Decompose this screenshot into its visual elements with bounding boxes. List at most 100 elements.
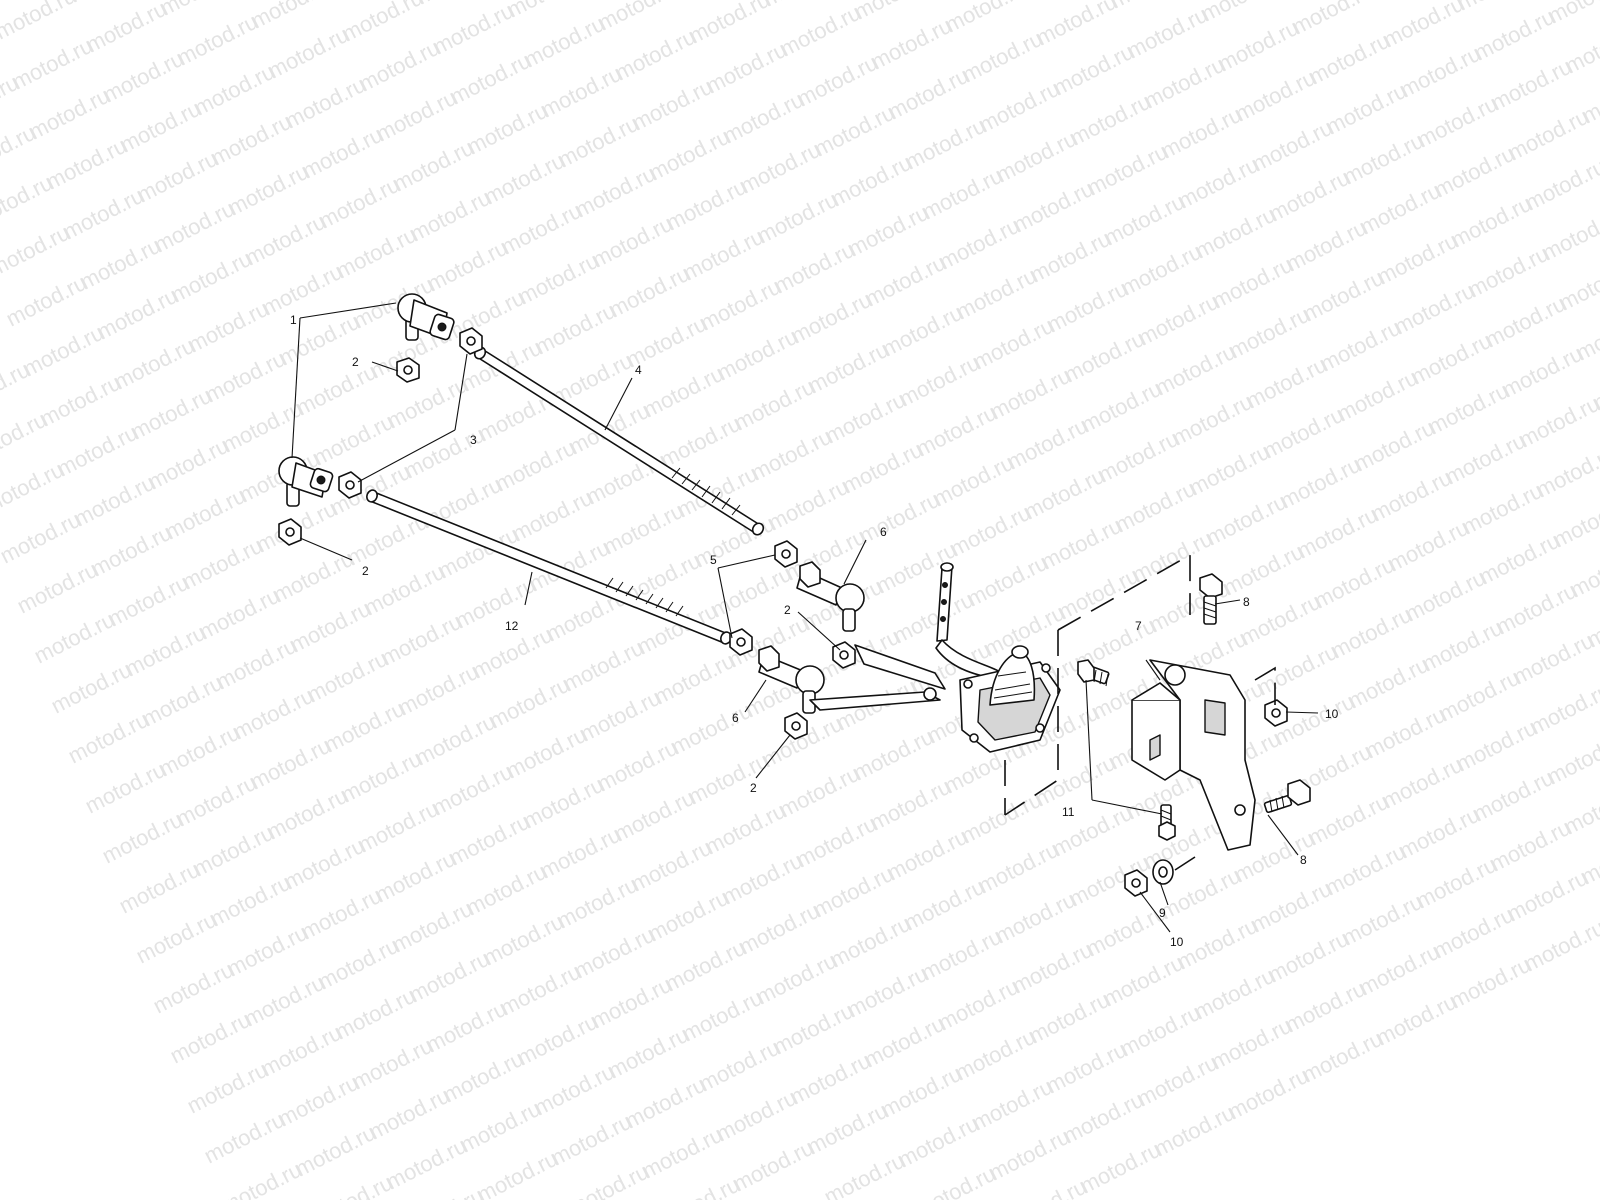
watermark-text: motod.ru [1338, 889, 1427, 951]
watermark-text: motod.ru [792, 811, 881, 873]
watermark-text: motod.ru [473, 1146, 562, 1200]
watermark-text: motod.ru [1390, 278, 1479, 340]
watermark-text: motod.ru [1549, 491, 1600, 553]
watermark-text: motod.ru [121, 620, 210, 682]
tie-rod-12 [366, 489, 732, 645]
watermark-text: motod.ru [42, 133, 131, 195]
watermark-text: motod.ru [1475, 528, 1564, 590]
watermark-text: motod.ru [1099, 950, 1188, 1012]
watermark-text: motod.ru [64, 707, 153, 769]
watermark-text: motod.ru [303, 646, 392, 708]
watermark-text: motod.ru [1276, 452, 1365, 514]
watermark-text: motod.ru [1060, 326, 1149, 388]
watermark-text: motod.ru [1469, 765, 1558, 827]
watermark-text: motod.ru [735, 898, 824, 960]
watermark-text: motod.ru [207, 109, 296, 171]
watermark-text: motod.ru [446, 48, 535, 110]
watermark-text: motod.ru [99, 46, 188, 108]
watermark-text: motod.ru [138, 670, 227, 732]
watermark-text: motod.ru [985, 1124, 1074, 1186]
watermark-text: motod.ru [372, 85, 461, 147]
watermark-text: motod.ru [98, 807, 187, 869]
watermark-text: motod.ru [820, 1148, 909, 1200]
watermark-text: motod.ru [946, 500, 1035, 562]
watermark-text: motod.ru [241, 209, 330, 271]
watermark-text: motod.ru [1544, 0, 1600, 28]
watermark-text: motod.ru [883, 824, 972, 886]
watermark-text: motod.ru [736, 137, 825, 199]
watermark-text: motod.ru [59, 183, 148, 245]
watermark-text: motod.ru [377, 609, 466, 671]
watermark-text: motod.ru [1492, 578, 1581, 640]
watermark-text: motod.ru [2, 270, 91, 332]
bolt-8-upper [1199, 573, 1223, 625]
watermark-text: motod.ru [1532, 441, 1600, 503]
watermark-text: motod.ru [679, 224, 768, 286]
watermark-text: motod.ru [770, 237, 859, 299]
watermark-text: motod.ru [240, 970, 329, 1032]
watermark-text: motod.ru [1384, 515, 1473, 577]
callout-8: 8 [1300, 853, 1307, 867]
watermark-text: motod.ru [827, 150, 916, 212]
nut-3b [338, 471, 362, 499]
watermark-text: motod.ru [1520, 915, 1600, 977]
watermark-text: motod.ru [1168, 389, 1257, 451]
watermark-text: motod.ru [941, 0, 1030, 37]
watermark-text: motod.ru [263, 783, 352, 845]
watermark-text: motod.ru [531, 298, 620, 360]
watermark-text: motod.ru [1202, 489, 1291, 551]
watermark-text: motod.ru [229, 683, 318, 745]
callout-10: 10 [1170, 935, 1184, 949]
watermark-text: motod.ru [497, 198, 586, 260]
watermark-text: motod.ru [1174, 152, 1263, 214]
watermark-text: motod.ru [1299, 265, 1388, 327]
watermark-text: motod.ru [297, 883, 386, 945]
watermark-text: motod.ru [627, 835, 716, 897]
watermark-text: motod.ru [389, 135, 478, 197]
watermark-text: motod.ru [843, 961, 932, 1023]
watermark-text: motod.ru [479, 909, 568, 971]
watermark-text: motod.ru [701, 798, 790, 860]
watermark-text: motod.ru [582, 448, 671, 510]
nut-2d [784, 712, 808, 740]
bolt-11b [1158, 804, 1176, 841]
bolt-11a [1077, 659, 1110, 687]
watermark-text: motod.ru [429, 0, 518, 59]
watermark-text: motod.ru [861, 250, 950, 312]
watermark-text: motod.ru [286, 596, 375, 658]
watermark-text: motod.ru [685, 0, 774, 48]
watermark-text: motod.ru [1253, 639, 1342, 701]
watermark-text: motod.ru [1133, 1050, 1222, 1112]
watermark-text: motod.ru [223, 920, 312, 982]
watermark-text: motod.ru [439, 1046, 528, 1108]
watermark-text: motod.ru [485, 672, 574, 734]
watermark-text: motod.ru [93, 283, 182, 345]
watermark-text: motod.ru [1123, 2, 1212, 64]
watermark-text: motod.ru [793, 50, 882, 112]
watermark-text: motod.ru [354, 796, 443, 858]
watermark-text: motod.ru [309, 409, 398, 471]
watermark-text: motod.ru [519, 772, 608, 834]
watermark-text: motod.ru [1304, 789, 1393, 851]
watermark-text: motod.ru [877, 1061, 966, 1123]
watermark-text: motod.ru [975, 76, 1064, 138]
watermark-text: motod.ru [463, 98, 552, 160]
watermark-text: motod.ru [456, 1096, 545, 1158]
watermark-text: motod.ru [258, 259, 347, 321]
watermark-text: motod.ru [423, 235, 512, 297]
watermark-text: motod.ru [167, 246, 256, 308]
watermark-text: motod.ru [1265, 165, 1354, 227]
watermark-text: motod.ru [775, 761, 864, 823]
nut-10a [1264, 699, 1288, 727]
washer-9 [1152, 859, 1174, 885]
watermark-text: motod.ru [292, 359, 381, 421]
watermark-text: motod.ru [604, 1022, 693, 1084]
watermark-text: motod.ru [878, 300, 967, 362]
watermark-text: motod.ru [769, 998, 858, 1060]
watermark-text: motod.ru [445, 809, 534, 871]
watermark-text: motod.ru [0, 507, 85, 569]
watermark-text: motod.ru [1515, 391, 1600, 453]
watermark-text: motod.ru [554, 111, 643, 173]
watermark-text: motod.ru [1379, 0, 1468, 52]
watermark-text: motod.ru [502, 722, 591, 784]
